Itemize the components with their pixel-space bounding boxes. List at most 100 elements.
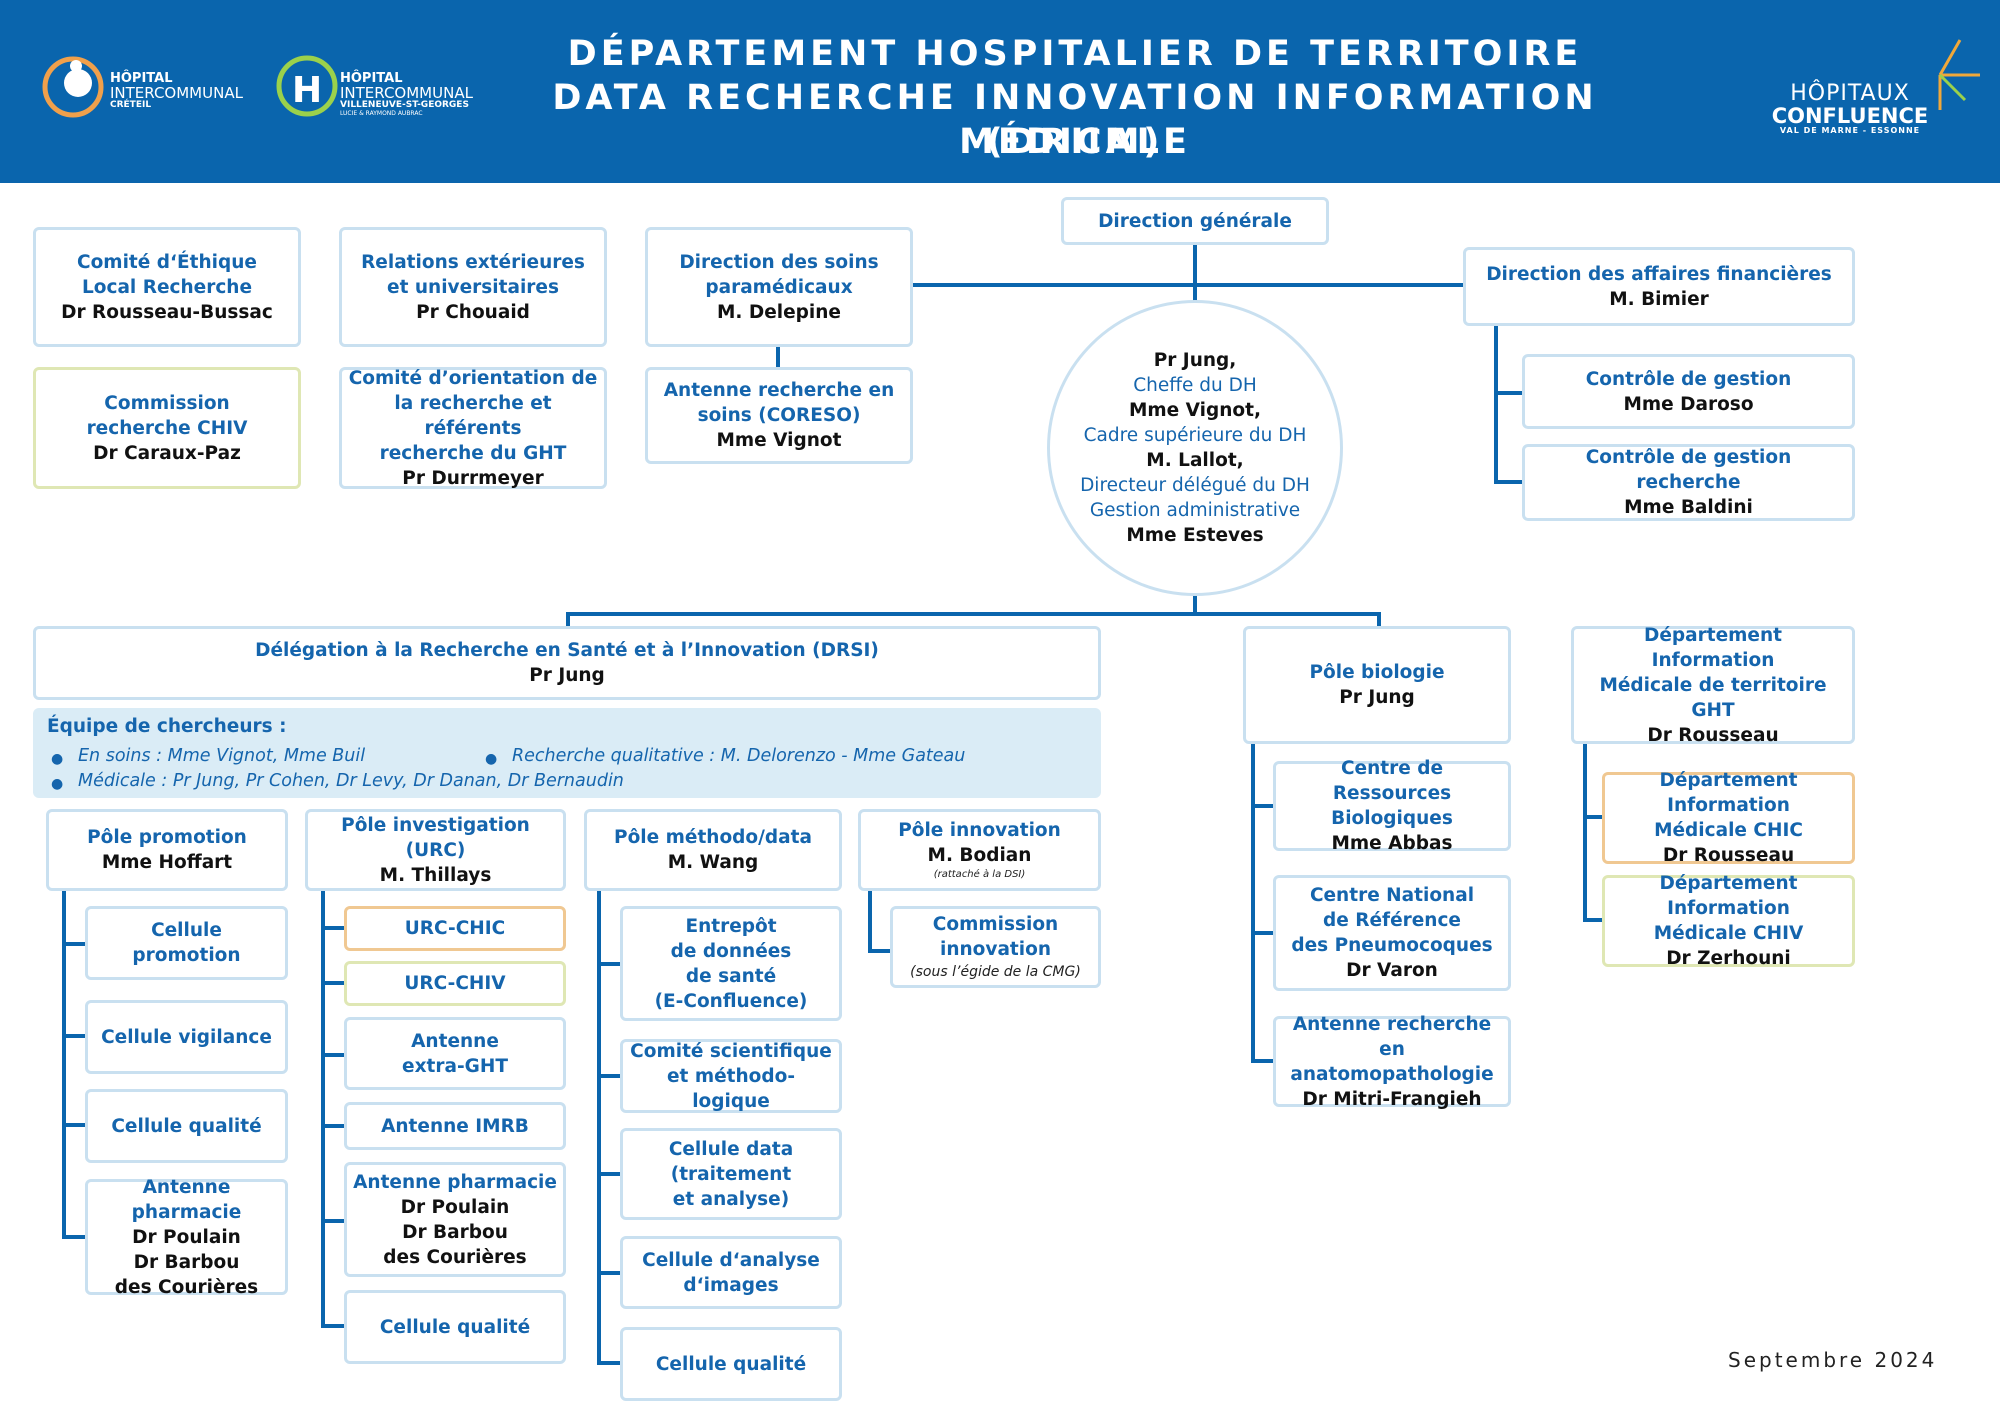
pole-methodo-box: Pôle méthodo/data M. Wang [584, 809, 842, 891]
urc-chic-box: URC-CHIC [344, 906, 566, 951]
hopitaux-confluence-logo-icon [1938, 39, 1980, 110]
box-person: Dr Zerhouni [1666, 948, 1791, 969]
box-person: Mme Daroso [1623, 393, 1754, 415]
box-person: Dr Rousseau-Bussac [61, 301, 273, 323]
connector-line [597, 1271, 622, 1275]
dh-leadership-circle: Pr Jung, Cheffe du DH Mme Vignot, Cadre … [1047, 300, 1343, 596]
connector-line [597, 1074, 622, 1078]
connector-line [1494, 480, 1524, 484]
bullet-icon: ● [485, 751, 498, 767]
dim-ght-box: Département Information Médicale de terr… [1571, 624, 1855, 746]
antenne-pharmacie-box: Antenne pharmacie Dr Poulain Dr Barbou d… [85, 1177, 288, 1298]
header-banner: HÔPITAL INTERCOMMUNAL CRÉTEIL H HÔPITAL … [0, 0, 2000, 183]
box-person: Mme Hoffart [101, 852, 233, 873]
box-title: Pôle innovation [898, 820, 1061, 841]
direction-generale-box: Direction générale [1061, 197, 1329, 245]
connector-line [321, 1324, 346, 1328]
connector-line [1583, 815, 1605, 819]
box-title: Centre de Ressources [1332, 758, 1452, 804]
box-title: Pôle promotion [87, 827, 247, 848]
box-title: Médicale de territoire GHT [1599, 674, 1827, 721]
pole-investigation-box: Pôle investigation (URC) M. Thillays [305, 809, 566, 891]
drsi-box: Délégation à la Recherche en Santé et à … [33, 626, 1101, 700]
controle-gestion-box: Contrôle de gestion Mme Daroso [1522, 354, 1855, 429]
box-person: Mme Vignot [716, 430, 842, 451]
box-title: extra-GHT [402, 1055, 508, 1077]
leader-name: Mme Esteves [1126, 525, 1264, 546]
box-title: des Pneumocoques [1291, 935, 1493, 956]
document-date: Septembre 2024 [1728, 1348, 1938, 1372]
team-panel: Équipe de chercheurs : ● En soins : Mme … [33, 708, 1101, 798]
box-person: des Courières [114, 1276, 259, 1298]
pole-biologie-box: Pôle biologie Pr Jung [1243, 626, 1511, 744]
cnr-box: Centre National de Référence des Pneumoc… [1273, 875, 1511, 991]
box-person: Dr Caraux-Paz [93, 442, 241, 464]
connector-line [62, 1034, 87, 1038]
connector-line [597, 962, 622, 966]
box-title: et méthodo-logique [666, 1065, 795, 1112]
box-title: et universitaires [387, 276, 559, 298]
box-note: (sous l’égide de la CMG) [910, 964, 1081, 980]
logo-villeneuve-text: HÔPITAL INTERCOMMUNAL VILLENEUVE-ST-GEOR… [340, 71, 473, 117]
dim-chiv-box: Département Information Médicale CHIV Dr… [1602, 873, 1855, 969]
anapath-box: Antenne recherche en anatomopathologie D… [1273, 1014, 1511, 1110]
box-person: Pr Jung [529, 665, 605, 686]
connector-line [1494, 326, 1498, 483]
connector-line [321, 1124, 346, 1128]
box-title: Cellule d‘analyse [642, 1249, 820, 1271]
antenne-imrb-box: Antenne IMRB [344, 1102, 566, 1150]
box-person: Pr Durrmeyer [402, 467, 544, 489]
bullet-icon: ● [51, 776, 64, 792]
entrepot-donnees-box: Entrepôt de données de santé (E-Confluen… [620, 906, 842, 1021]
pole-promotion-box: Pôle promotion Mme Hoffart [46, 809, 288, 891]
box-title: Relations extérieures [361, 251, 585, 273]
antenne-soins-box: Antenne recherche en soins (CORESO) Mme … [645, 367, 913, 464]
connector-line [321, 981, 346, 985]
box-title: Antenne pharmacie [353, 1171, 557, 1193]
bullet-icon: ● [51, 751, 64, 767]
title-line-1: DÉPARTEMENT HOSPITALIER DE TERRITOIRE [567, 34, 1583, 74]
crb-box: Centre de Ressources Biologiques Mme Abb… [1273, 758, 1511, 854]
leader-name: Pr Jung, [1153, 350, 1237, 371]
box-title: Comité scientifique [630, 1040, 832, 1062]
box-person: Dr Barbou [133, 1251, 240, 1273]
connector-line [62, 891, 66, 1239]
leader-role: Gestion administrative [1089, 500, 1301, 521]
box-title: Pôle investigation (URC) [341, 814, 530, 861]
box-person: M. Bodian [927, 845, 1032, 866]
connector-line [1251, 931, 1275, 935]
connector-line [1251, 744, 1255, 1063]
box-title: Médicale CHIV [1653, 923, 1804, 944]
comite-scientifique-box: Comité scientifique et méthodo-logique [620, 1039, 842, 1113]
box-title: Entrepôt [685, 915, 777, 937]
urc-chiv-box: URC-CHIV [344, 961, 566, 1006]
connector-line [1377, 612, 1381, 628]
box-title: (traitement [670, 1163, 792, 1185]
box-title: Pôle biologie [1309, 662, 1445, 683]
relations-box: Relations extérieures et universitaires … [339, 227, 607, 347]
box-title: Local Recherche [81, 276, 252, 298]
box-title: de santé [685, 965, 777, 987]
box-person: Dr Barbou [402, 1221, 508, 1243]
box-title: Cellule qualité [379, 1316, 531, 1338]
box-title: Antenne recherche en [663, 380, 895, 401]
box-title: URC-CHIC [404, 918, 506, 939]
box-title: Direction générale [1098, 210, 1292, 232]
box-title: Pôle méthodo/data [614, 827, 812, 848]
box-title: Département Information [1644, 624, 1782, 671]
box-title: Antenne pharmacie [131, 1176, 242, 1223]
connector-line [776, 343, 780, 367]
box-title: la recherche et référents [394, 392, 552, 439]
box-title: Comité d‘Éthique [77, 251, 257, 273]
direction-soins-box: Direction des soins paramédicaux M. Dele… [645, 227, 913, 347]
cellule-qualite-methodo-box: Cellule qualité [620, 1327, 842, 1401]
team-item: En soins : Mme Vignot, Mme Buil [78, 746, 366, 766]
connector-line [597, 1172, 622, 1176]
team-item: Médicale : Pr Jung, Pr Cohen, Dr Levy, D… [78, 771, 624, 791]
connector-line [912, 283, 1463, 287]
box-person: Dr Rousseau [1662, 845, 1795, 866]
box-title: Antenne IMRB [381, 1115, 529, 1137]
cellule-qualite-box: Cellule qualité [85, 1089, 288, 1163]
connector-line [321, 891, 325, 1328]
box-person: Dr Poulain [400, 1196, 510, 1218]
